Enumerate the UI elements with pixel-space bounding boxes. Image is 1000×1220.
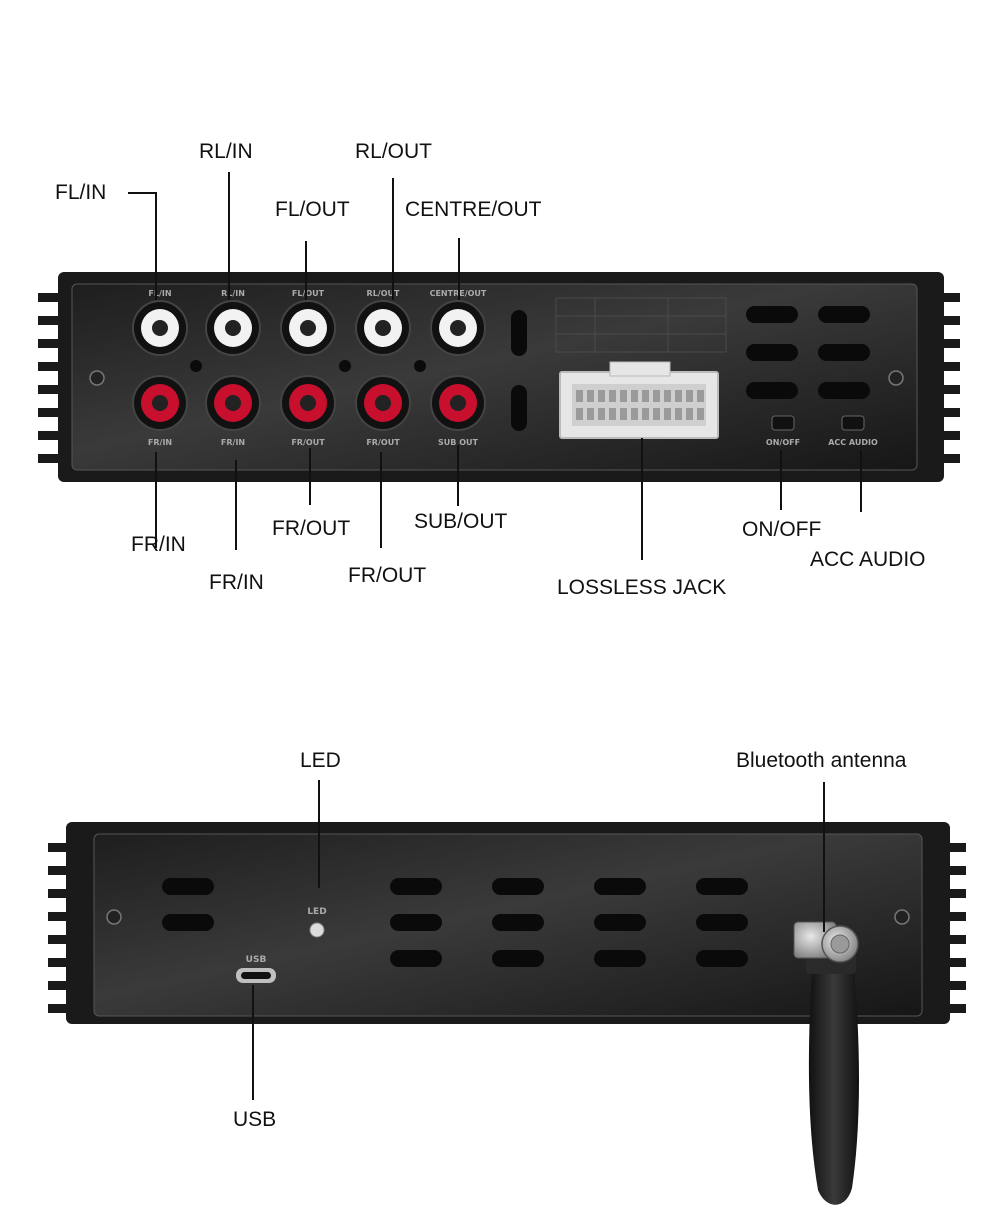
- rca-jack-sub-out[interactable]: [430, 375, 486, 431]
- connector-pin: [609, 408, 616, 420]
- antenna-connector: [793, 921, 859, 963]
- callout-rl-in: RL/IN: [199, 140, 253, 163]
- rca-jack-fl-in[interactable]: [132, 300, 188, 356]
- screw-icon: [89, 370, 105, 386]
- silk-label-rl-out: RL/OUT: [367, 289, 400, 298]
- rca-jack-fr-in-2[interactable]: [205, 375, 261, 431]
- silk-label-fl-in: FL/IN: [148, 289, 171, 298]
- connector-pin: [642, 408, 649, 420]
- lossless-jack-connector[interactable]: [559, 361, 719, 439]
- callout-usb: USB: [233, 1108, 277, 1131]
- callout-on-off: ON/OFF: [742, 518, 822, 541]
- callout-fl-out: FL/OUT: [275, 198, 350, 221]
- mount-hole: [414, 360, 426, 372]
- silk-label-led: LED: [307, 907, 326, 917]
- rca-jack-fr-in-1[interactable]: [132, 375, 188, 431]
- top-leader-lines: [128, 172, 862, 560]
- callout-centre-out: CENTRE/OUT: [405, 198, 542, 221]
- callout-fl-in: FL/IN: [55, 181, 107, 204]
- silk-label-fl-out: FL/OUT: [292, 289, 325, 298]
- rca-jack-fl-out[interactable]: [280, 300, 336, 356]
- vent-slot: [511, 310, 527, 356]
- connector-pin: [697, 408, 704, 420]
- connector-pin: [664, 408, 671, 420]
- callout-rl-out: RL/OUT: [355, 140, 433, 163]
- silk-label-rl-in: RL/IN: [221, 289, 245, 298]
- callout-bluetooth-antenna: Bluetooth antenna: [736, 749, 907, 772]
- connector-pin: [675, 408, 682, 420]
- rca-jack-fr-out-1[interactable]: [280, 375, 336, 431]
- bottom-amplifier-unit: LED USB: [48, 822, 966, 1205]
- connector-pin: [686, 408, 693, 420]
- callout-fr-out-2: FR/OUT: [348, 564, 427, 587]
- silk-label-fr-in-1: FR/IN: [148, 438, 172, 447]
- connector-pin: [587, 390, 594, 402]
- rca-jack-fr-out-2[interactable]: [355, 375, 411, 431]
- center-vent-slots: [390, 878, 748, 967]
- rca-jack-centre-out[interactable]: [430, 300, 486, 356]
- rca-jack-rl-out[interactable]: [355, 300, 411, 356]
- connector-pin: [576, 390, 583, 402]
- callout-led: LED: [300, 749, 341, 772]
- connector-pin: [631, 390, 638, 402]
- acc-audio-switch[interactable]: [841, 415, 865, 431]
- bottom-leader-lines: [252, 780, 825, 1100]
- left-cooling-fins: [38, 293, 74, 463]
- rca-jacks-top-row: [132, 300, 486, 356]
- silk-label-acc-audio: ACC AUDIO: [828, 438, 878, 447]
- callout-sub-out: SUB/OUT: [414, 510, 508, 533]
- rca-jack-rl-in[interactable]: [205, 300, 261, 356]
- callout-fr-in-1: FR/IN: [131, 533, 186, 556]
- callout-lossless-jack: LOSSLESS JACK: [557, 576, 727, 599]
- screw-icon: [106, 909, 122, 925]
- connector-pin: [598, 408, 605, 420]
- silk-label-fr-out-2: FR/OUT: [366, 438, 400, 447]
- led-indicator: [309, 922, 325, 938]
- silk-label-usb: USB: [246, 955, 267, 965]
- connector-pin: [598, 390, 605, 402]
- top-amplifier-unit: FL/IN RL/IN FL/OUT RL/OUT CENTRE/OUT FR/…: [38, 272, 960, 482]
- rca-jacks-bottom-row: [132, 375, 486, 431]
- bluetooth-antenna[interactable]: [793, 921, 859, 1205]
- connector-pin: [609, 390, 616, 402]
- mount-hole: [339, 360, 351, 372]
- connector-pin: [686, 390, 693, 402]
- callout-fr-in-2: FR/IN: [209, 571, 264, 594]
- silk-label-on-off: ON/OFF: [766, 438, 800, 447]
- left-vent-slots: [162, 878, 214, 931]
- connector-pin: [653, 408, 660, 420]
- connector-pin: [675, 390, 682, 402]
- right-vent-slots: [746, 306, 870, 399]
- mount-hole: [190, 360, 202, 372]
- connector-pin: [587, 408, 594, 420]
- silk-label-sub-out: SUB OUT: [438, 438, 478, 447]
- on-off-switch[interactable]: [771, 415, 795, 431]
- connector-pin: [620, 390, 627, 402]
- connector-pin: [631, 408, 638, 420]
- connector-pin: [576, 408, 583, 420]
- silk-label-fr-in-2: FR/IN: [221, 438, 245, 447]
- callout-acc-audio: ACC AUDIO: [810, 548, 926, 571]
- connector-pin: [697, 390, 704, 402]
- screw-icon: [888, 370, 904, 386]
- faint-spec-table: [555, 297, 727, 353]
- vent-slot: [511, 385, 527, 431]
- connector-pin: [664, 390, 671, 402]
- connector-pin: [620, 408, 627, 420]
- silk-label-fr-out-1: FR/OUT: [291, 438, 325, 447]
- callout-fr-out-1: FR/OUT: [272, 517, 351, 540]
- screw-icon: [894, 909, 910, 925]
- connector-pin: [653, 390, 660, 402]
- connector-pin: [642, 390, 649, 402]
- usb-port[interactable]: [236, 968, 276, 983]
